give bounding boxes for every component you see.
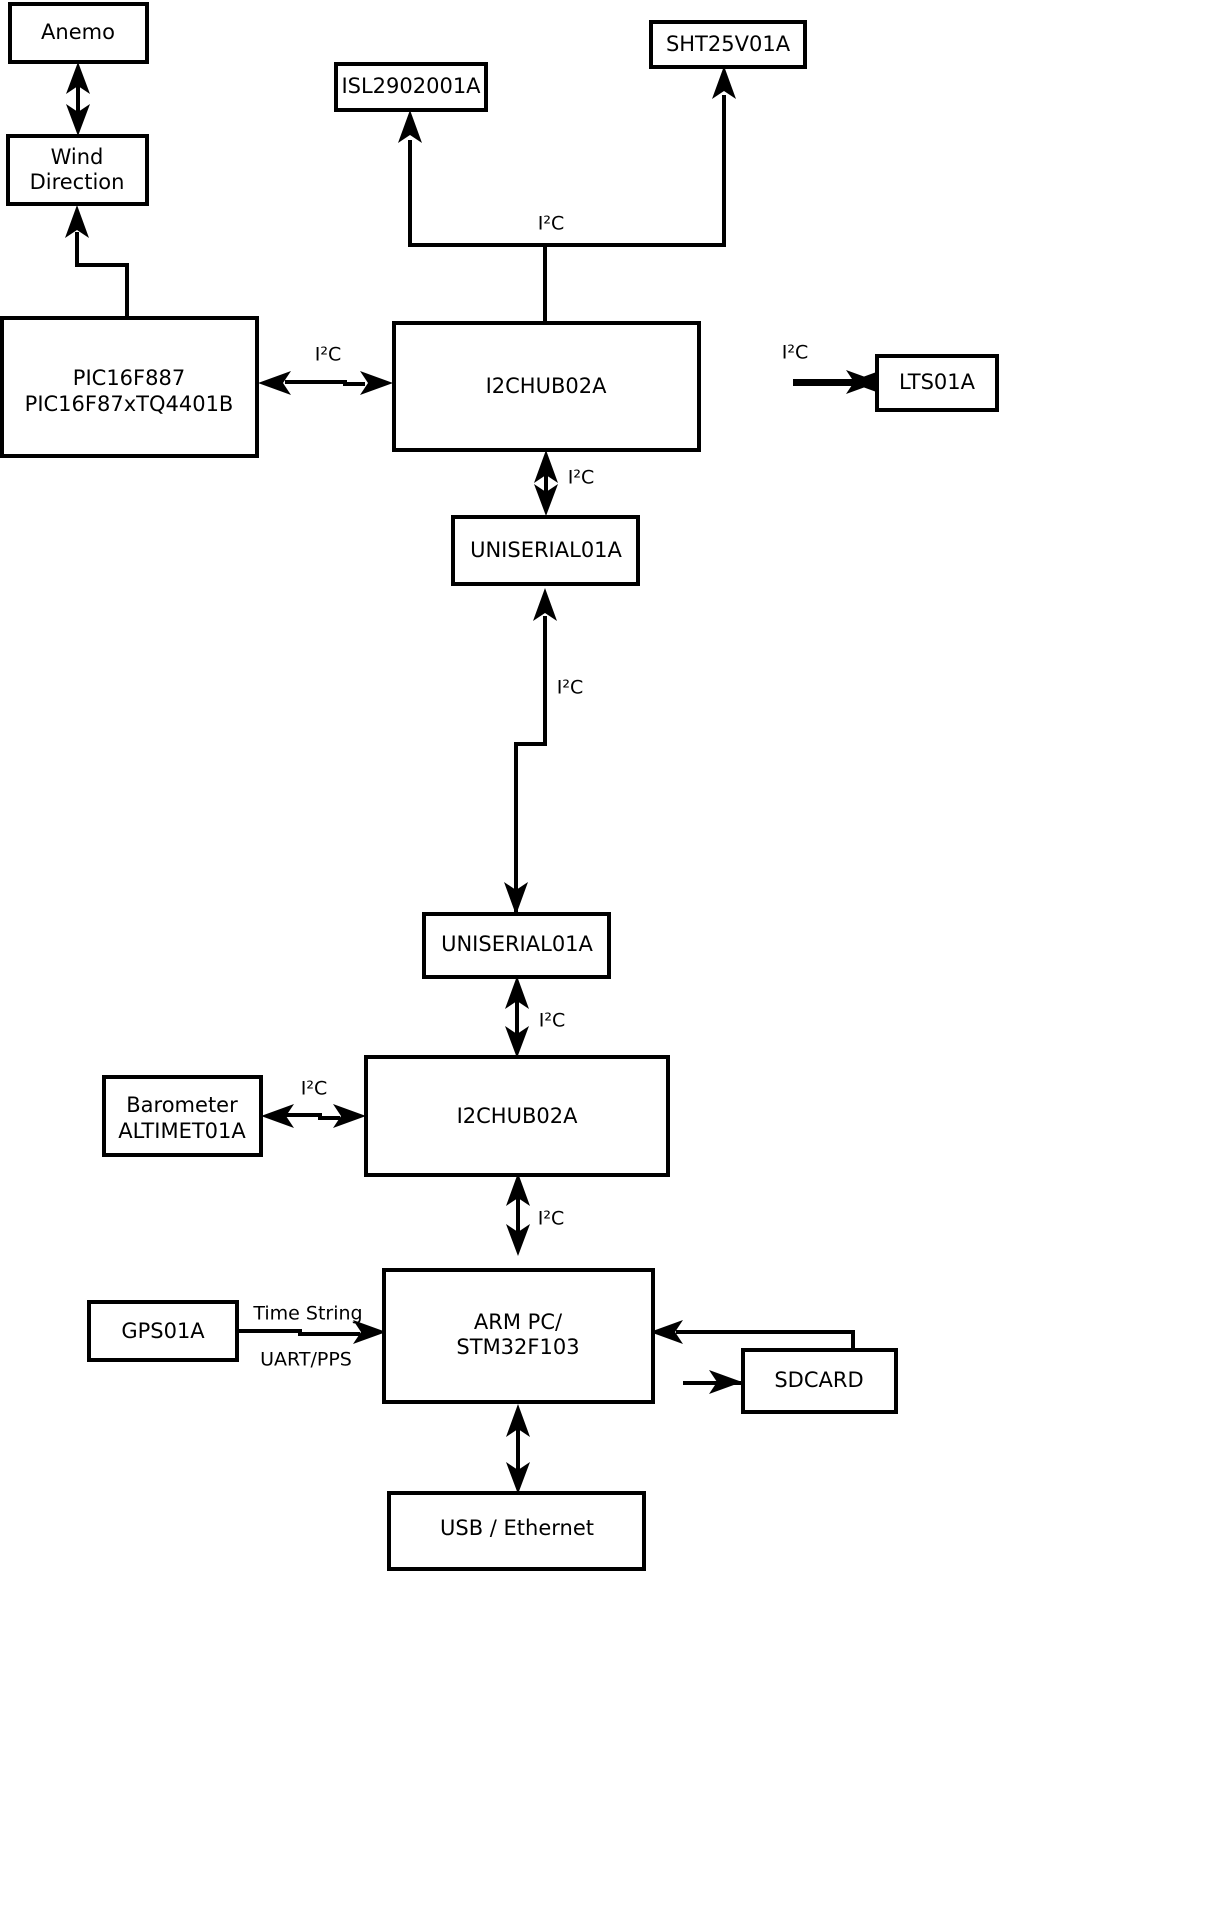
node-lts01a-label: LTS01A <box>899 370 976 394</box>
edge-barometer-hubbot <box>261 1104 366 1128</box>
edge-label-uart-pps: UART/PPS <box>260 1349 352 1371</box>
edge-pic-hubtop <box>258 371 393 395</box>
edge-arm-usb <box>506 1404 530 1494</box>
node-arm-pc-label-line2: STM32F103 <box>456 1335 579 1359</box>
node-wind-direction[interactable]: Wind Direction <box>6 134 149 206</box>
node-uniserial01a-bottom[interactable]: UNISERIAL01A <box>422 912 611 979</box>
node-isl2902001a-label: ISL2902001A <box>341 74 481 98</box>
node-pic16f887[interactable]: PIC16F887 PIC16F87xTQ4401B <box>0 316 259 458</box>
node-pic16f887-label-line1: PIC16F887 <box>73 366 185 390</box>
edge-gps-arm <box>237 1320 386 1344</box>
node-arm-pc-label-line1: ARM PC/ <box>474 1310 563 1334</box>
node-barometer-label-line2: ALTIMET01A <box>118 1119 246 1143</box>
node-sht25v01a-label: SHT25V01A <box>666 32 791 56</box>
node-i2chub02a-bottom-label: I2CHUB02A <box>457 1104 579 1128</box>
edge-hubtop-uniserial-top <box>534 450 558 516</box>
node-isl2902001a[interactable]: ISL2902001A <box>334 62 488 112</box>
edge-label-i2c-hubtop-uniserial: I²C <box>568 467 595 489</box>
edge-label-i2c-pic-hubtop: I²C <box>315 344 342 366</box>
node-gps01a-label: GPS01A <box>121 1319 205 1343</box>
node-uniserial01a-top-label: UNISERIAL01A <box>470 538 622 562</box>
edge-arrow-into-uniserial-bot <box>504 882 528 915</box>
node-anemo-label: Anemo <box>41 20 115 44</box>
node-barometer-altimet01a[interactable]: Barometer ALTIMET01A <box>102 1075 263 1157</box>
edge-wind-anemo <box>66 62 90 136</box>
node-uniserial01a-bottom-label: UNISERIAL01A <box>441 932 593 956</box>
node-gps01a[interactable]: GPS01A <box>87 1300 239 1362</box>
node-anemo[interactable]: Anemo <box>8 2 149 64</box>
node-wind-direction-label-line2: Direction <box>30 170 125 194</box>
node-lts01a[interactable]: LTS01A <box>875 354 999 412</box>
node-sht25v01a[interactable]: SHT25V01A <box>649 20 807 69</box>
node-usb-ethernet[interactable]: USB / Ethernet <box>387 1491 646 1571</box>
node-barometer-label-line1: Barometer <box>126 1093 238 1117</box>
node-pic16f887-label-line2: PIC16F87xTQ4401B <box>25 392 234 416</box>
node-i2chub02a-top[interactable]: I2CHUB02A <box>392 321 701 452</box>
node-usb-ethernet-label: USB / Ethernet <box>440 1516 594 1540</box>
node-uniserial01a-top[interactable]: UNISERIAL01A <box>451 515 640 586</box>
node-i2chub02a-top-label: I2CHUB02A <box>486 374 608 398</box>
node-wind-direction-label-line1: Wind <box>51 145 104 169</box>
node-i2chub02a-bottom[interactable]: I2CHUB02A <box>364 1055 670 1177</box>
edge-hubtop-lts <box>793 370 882 394</box>
edge-arm-hubbot <box>506 1173 530 1256</box>
node-arm-pc[interactable]: ARM PC/ STM32F103 <box>382 1268 655 1404</box>
edge-uniserial-bot-top <box>514 588 557 915</box>
edge-hubbot-uniserial-bot <box>505 976 529 1058</box>
edge-label-i2c-uniserial-link: I²C <box>557 677 584 699</box>
edge-label-i2c-hubtop-bus: I²C <box>538 213 565 235</box>
edge-label-i2c-hubbot-uniserial: I²C <box>539 1010 566 1032</box>
node-sdcard[interactable]: SDCARD <box>741 1348 898 1414</box>
edge-label-i2c-hubtop-lts: I²C <box>782 342 809 364</box>
node-sdcard-label: SDCARD <box>774 1368 863 1392</box>
edge-label-i2c-arm-hubbot: I²C <box>538 1208 565 1230</box>
edge-label-time-string: Time String <box>252 1303 362 1325</box>
edge-label-i2c-barometer: I²C <box>301 1078 328 1100</box>
